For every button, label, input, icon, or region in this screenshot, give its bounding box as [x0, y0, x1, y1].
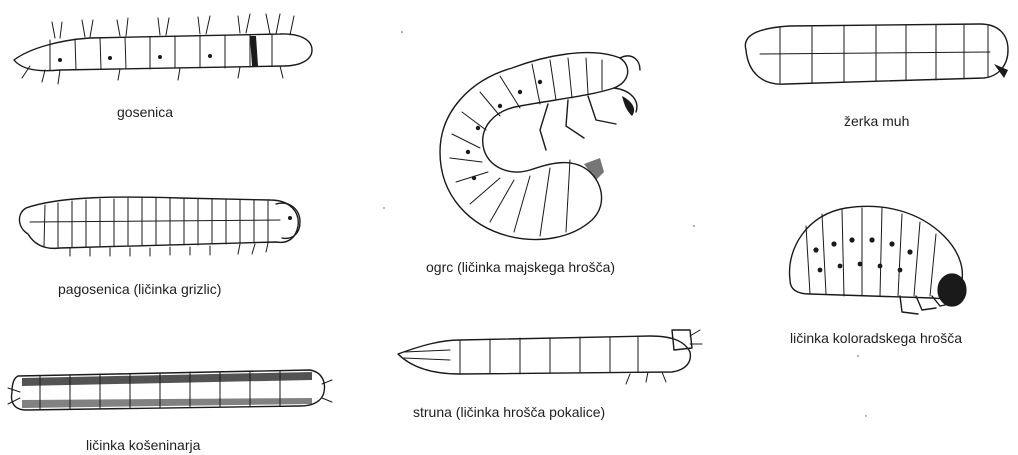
label-koloradski: ličinka koloradskega hrošča	[790, 330, 962, 346]
pagosenica-drawing	[19, 197, 300, 256]
ogrc-drawing	[440, 53, 640, 240]
zerka-drawing	[745, 24, 1008, 84]
label-gosenica: gosenica	[117, 104, 173, 120]
struna-drawing	[398, 330, 702, 384]
kosenina-drawing	[8, 370, 332, 410]
gosenica-drawing	[14, 14, 312, 84]
label-zerka: žerka muh	[844, 113, 909, 129]
label-kosenina: ličinka košeninarja	[86, 437, 200, 453]
paper-speckles	[383, 31, 866, 416]
label-struna: struna (ličinka hrošča pokalice)	[413, 404, 605, 420]
koloradski-drawing	[790, 206, 966, 314]
label-pagosenica: pagosenica (ličinka grizlic)	[58, 281, 221, 297]
label-ogrc: ogrc (ličinka majskega hrošča)	[426, 259, 615, 275]
